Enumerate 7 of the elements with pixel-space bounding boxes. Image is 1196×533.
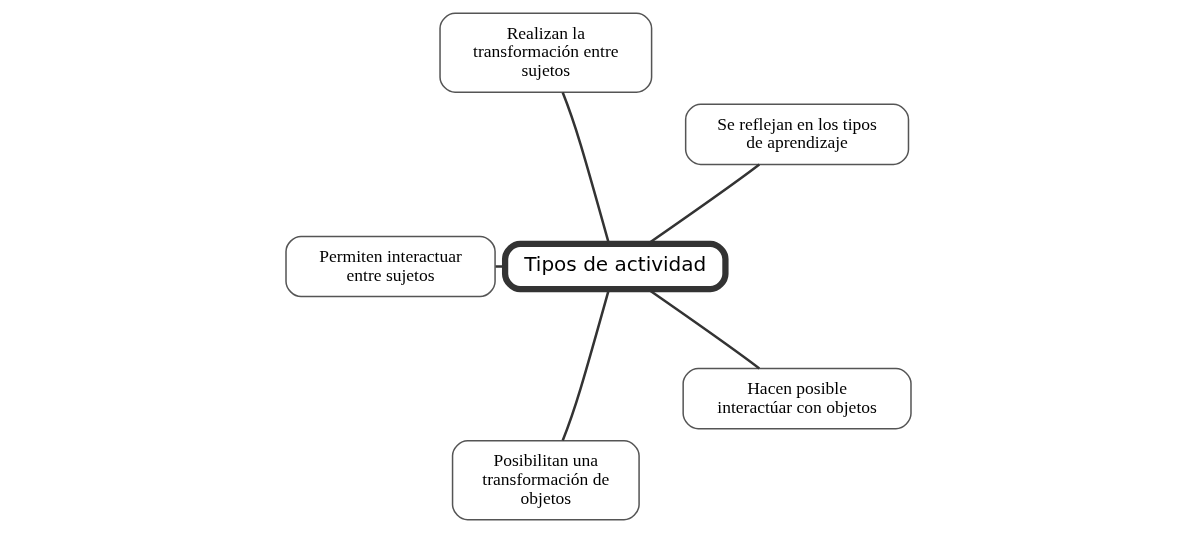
node-box: Se reflejan en los tipos de aprendizaje <box>684 103 909 166</box>
node-box: Realizan la transformación entre sujetos <box>438 12 652 93</box>
node-box: Hacen posible interactúar con objetos <box>681 367 912 430</box>
connector <box>495 265 505 268</box>
node-box: Permiten interactuar entre sujetos <box>284 235 496 298</box>
node-box: Posibilitan una transformación de objetos <box>451 440 640 521</box>
node-box: Tipos de actividad <box>501 240 729 293</box>
